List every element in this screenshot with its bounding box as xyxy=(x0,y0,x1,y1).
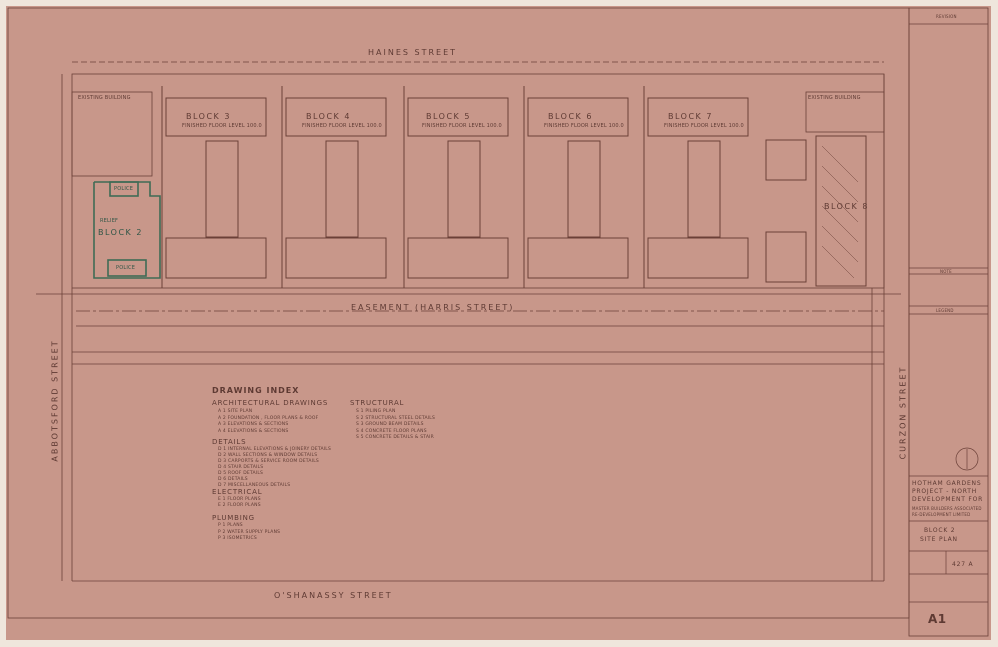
details-item: D 5 ROOF DETAILS xyxy=(218,471,264,476)
architectural-heading: ARCHITECTURAL DRAWINGS xyxy=(212,399,329,407)
site-boundary xyxy=(71,73,885,289)
drawing-border xyxy=(7,7,910,619)
block-5-rect xyxy=(407,97,509,137)
details-item: D 7 MISCELLANEOUS DETAILS xyxy=(218,483,291,488)
street-curzon: CURZON STREET xyxy=(898,365,908,460)
existing-building-left: EXISTING BUILDING xyxy=(78,95,131,101)
plumbing-heading: PLUMBING xyxy=(212,514,255,522)
revision-heading: REVISION xyxy=(936,14,957,19)
block-7-rect xyxy=(647,237,749,279)
structural-item: S 2 STRUCTURAL STEEL DETAILS xyxy=(356,415,436,421)
block-4-label: BLOCK 4 xyxy=(306,112,351,121)
architectural-item: A 3 ELEVATIONS & SECTIONS xyxy=(218,422,289,427)
site-plan-drawing xyxy=(7,7,989,637)
block-6-floor: FINISHED FLOOR LEVEL 100.0 xyxy=(544,123,624,129)
structural-item: S 3 GROUND BEAM DETAILS xyxy=(356,422,424,427)
block-5-rect xyxy=(407,237,509,279)
project-line-3: DEVELOPMENT FOR xyxy=(912,496,984,503)
structural-item: S 4 CONCRETE FLOOR PLANS xyxy=(356,428,427,434)
details-item: D 1 INTERNAL ELEVATIONS & JOINERY DETAIL… xyxy=(218,447,332,452)
note-heading: NOTE xyxy=(940,269,952,274)
details-item: D 4 STAIR DETAILS xyxy=(218,465,264,470)
block-2-relief: RELIEF xyxy=(100,218,119,224)
drawing-index-title: DRAWING INDEX xyxy=(212,386,300,395)
street-haines: HAINES STREET xyxy=(368,48,458,57)
block-2-police-bottom: POLICE xyxy=(116,265,136,271)
block-3-rect xyxy=(165,97,267,137)
block-2-outline xyxy=(93,181,161,279)
block-5-rect xyxy=(447,140,481,238)
existing-building-right: EXISTING BUILDING xyxy=(808,95,861,101)
block-7-floor: FINISHED FLOOR LEVEL 100.0 xyxy=(664,123,744,129)
block-4-rect xyxy=(285,237,387,279)
project-line-1: HOTHAM GARDENS xyxy=(912,480,982,487)
block-6-rect xyxy=(527,237,629,279)
block-8-label: BLOCK 8 xyxy=(824,202,869,211)
block-8-outline xyxy=(765,135,867,287)
title-block-frame xyxy=(908,7,989,637)
street-oshanassy: O'SHANASSY STREET xyxy=(274,591,393,600)
block-5-label: BLOCK 5 xyxy=(426,112,471,121)
street-easement: EASEMENT (HARRIS STREET) xyxy=(351,303,515,312)
block-6-rect xyxy=(567,140,601,238)
block-3-floor: FINISHED FLOOR LEVEL 100.0 xyxy=(182,123,262,129)
north-point-icon xyxy=(955,447,979,471)
block-3-label: BLOCK 3 xyxy=(186,112,231,121)
drawing-number: 427 A xyxy=(952,561,974,568)
block-4-rect xyxy=(325,140,359,238)
plumbing-item: P 3 ISOMETRICS xyxy=(218,536,257,541)
block-7-rect xyxy=(647,97,749,137)
block-6-label: BLOCK 6 xyxy=(548,112,593,121)
block-6-rect xyxy=(527,97,629,137)
architectural-item: A 2 FOUNDATION , FLOOR PLANS & ROOF xyxy=(218,415,319,421)
electrical-item: E 1 FLOOR PLANS xyxy=(218,497,261,502)
block-3-rect xyxy=(165,237,267,279)
block-7-label: BLOCK 7 xyxy=(668,112,713,121)
details-item: D 6 DETAILS xyxy=(218,477,248,482)
block-4-rect xyxy=(285,97,387,137)
structural-item: S 1 PILING PLAN xyxy=(356,409,396,414)
electrical-item: E 2 FLOOR PLANS xyxy=(218,503,261,508)
sheet-size: A1 xyxy=(928,612,947,626)
block-7-rect xyxy=(687,140,721,238)
legend-heading: LEGEND xyxy=(936,308,954,313)
structural-item: S 5 CONCRETE DETAILS & STAIR xyxy=(356,435,434,440)
plumbing-item: P 1 PLANS xyxy=(218,523,243,528)
structural-heading: STRUCTURAL xyxy=(350,399,405,407)
block-3-rect xyxy=(205,140,239,238)
street-abbotsford: ABBOTSFORD STREET xyxy=(50,339,60,462)
client-line-2: RE-DEVELOPMENT LIMITED xyxy=(912,512,971,517)
block-5-floor: FINISHED FLOOR LEVEL 100.0 xyxy=(422,123,502,129)
client-line-1: MASTER BUILDERS ASSOCIATED xyxy=(912,506,982,511)
details-item: D 2 WALL SECTIONS & WINDOW DETAILS xyxy=(218,453,318,458)
architectural-item: A 1 SITE PLAN xyxy=(218,409,253,414)
drawing-title-1: BLOCK 2 xyxy=(924,527,956,534)
details-heading: DETAILS xyxy=(212,438,247,446)
block-2-label: BLOCK 2 xyxy=(98,228,143,237)
drawing-title-2: SITE PLAN xyxy=(920,536,958,543)
block-2-police-top: POLICE xyxy=(114,186,134,192)
project-line-2: PROJECT - NORTH xyxy=(912,488,978,495)
electrical-heading: ELECTRICAL xyxy=(212,488,263,496)
architectural-item: A 4 ELEVATIONS & SECTIONS xyxy=(218,428,289,434)
blueprint-sheet: HAINES STREET EASEMENT (HARRIS STREET) A… xyxy=(6,6,991,640)
details-item: D 3 CARPORTS & SERVICE ROOM DETAILS xyxy=(218,459,319,464)
block-4-floor: FINISHED FLOOR LEVEL 100.0 xyxy=(302,123,382,129)
plumbing-item: P 2 WATER SUPPLY PLANS xyxy=(218,529,281,535)
